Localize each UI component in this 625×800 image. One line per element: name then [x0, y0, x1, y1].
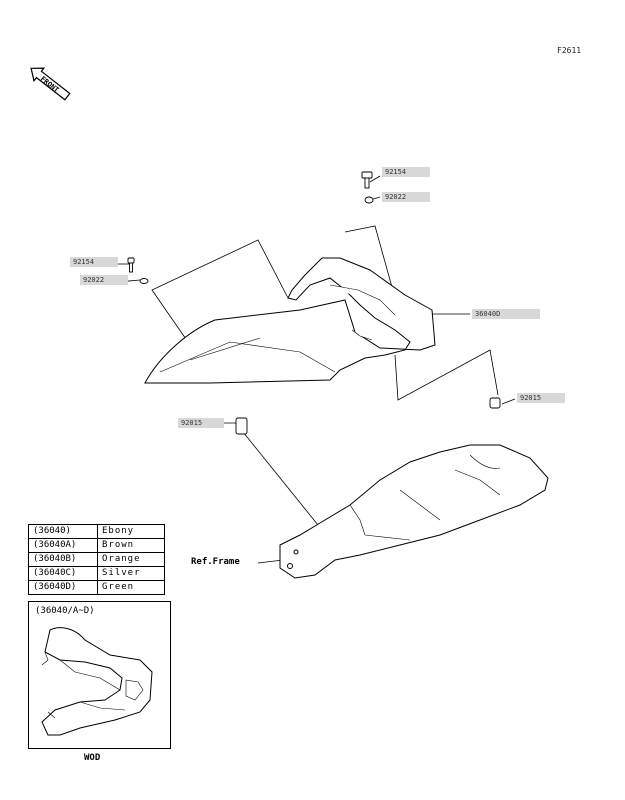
- color-name: Silver: [97, 566, 165, 581]
- color-table-row: (36040D)Green: [28, 580, 165, 595]
- color-code: (36040C): [28, 566, 98, 581]
- color-code: (36040B): [28, 552, 98, 567]
- washer-icon: [139, 278, 149, 284]
- part-label-bolt-left[interactable]: 92154: [70, 257, 118, 267]
- part-label-washer-right[interactable]: 92022: [382, 192, 430, 202]
- hardware: [127, 171, 501, 435]
- part-label-collar-right[interactable]: 92015: [517, 393, 565, 403]
- leader-lines: [117, 175, 516, 564]
- color-code: (36040A): [28, 538, 98, 553]
- color-table-row: (36040)Ebony: [28, 524, 165, 539]
- part-label-washer-left[interactable]: 92022: [80, 275, 128, 285]
- washer-icon: [364, 196, 374, 204]
- color-name: Orange: [97, 552, 165, 567]
- variant-box: (36040/A~D): [28, 601, 171, 749]
- bolt-icon: [361, 171, 373, 179]
- color-code: (36040D): [28, 580, 98, 595]
- color-variant-table: (36040)Ebony(36040A)Brown(36040B)Orange(…: [28, 524, 165, 595]
- color-table-row: (36040B)Orange: [28, 552, 165, 567]
- color-name: Brown: [97, 538, 165, 553]
- seat-cover: [144, 257, 436, 384]
- part-label-collar-left[interactable]: 92015: [178, 418, 224, 428]
- part-label-bolt-right[interactable]: 92154: [382, 167, 430, 177]
- collar-icon: [235, 417, 248, 435]
- color-table-row: (36040C)Silver: [28, 566, 165, 581]
- bolt-icon: [127, 257, 135, 264]
- figure-code: F2611: [557, 46, 582, 55]
- color-table-row: (36040A)Brown: [28, 538, 165, 553]
- ref-frame-label: Ref.Frame: [191, 557, 240, 567]
- variant-title: (36040/A~D): [35, 606, 95, 616]
- collar-icon: [489, 397, 501, 409]
- color-name: Green: [97, 580, 165, 595]
- variant-cover-sketch: [41, 627, 153, 736]
- color-code: (36040): [28, 524, 98, 539]
- part-label-cover[interactable]: 36040D: [472, 309, 540, 319]
- variant-footer: WOD: [84, 753, 101, 763]
- color-name: Ebony: [97, 524, 165, 539]
- rear-frame: [279, 444, 549, 579]
- front-arrow-icon: FRONT: [30, 67, 71, 101]
